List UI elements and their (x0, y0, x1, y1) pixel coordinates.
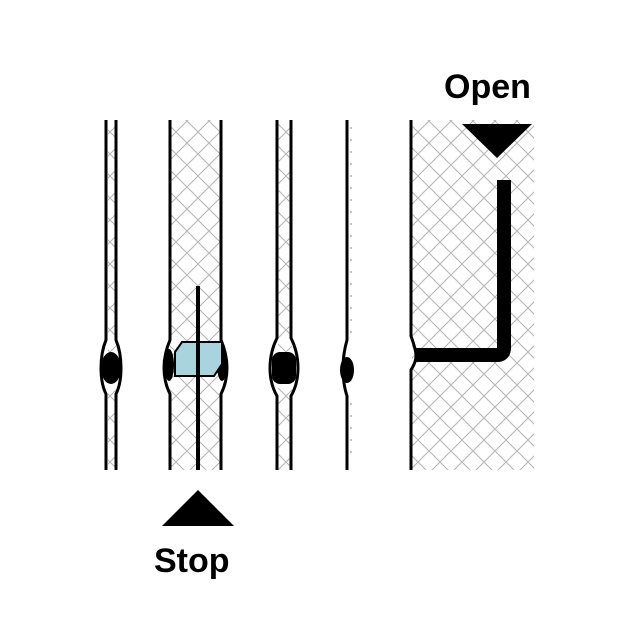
channel-open (409, 120, 534, 470)
wall-dot (350, 151, 352, 153)
wall-dot (350, 259, 352, 261)
wall-dot (350, 331, 352, 333)
wall-dot (350, 163, 352, 165)
wall-dot (350, 211, 352, 213)
wall-dot (350, 235, 352, 237)
wall-dot (350, 439, 352, 441)
wall-dot (350, 319, 352, 321)
tube-medium (268, 120, 300, 470)
wall-dot (350, 199, 352, 201)
wall-dot (350, 187, 352, 189)
channel-open-fill (412, 120, 534, 470)
wall-dot (350, 451, 352, 453)
single-wall-plug (340, 357, 354, 383)
tube-single-wall (340, 120, 354, 470)
wall-dot (350, 427, 352, 429)
open-hook-rod (416, 180, 511, 362)
tube-narrow-fill (108, 120, 116, 470)
tube-medium-right-wall (289, 120, 300, 470)
open-label: Open (444, 68, 531, 106)
tube-stop (162, 120, 229, 470)
wall-dot (350, 415, 352, 417)
wall-dot (350, 127, 352, 129)
single-wall-line (341, 120, 349, 470)
tube-stop-right-wall (219, 120, 229, 470)
wall-dot (350, 223, 352, 225)
tube-narrow (99, 120, 123, 470)
tube-narrow-left-wall (99, 120, 108, 470)
triangle-down-icon (462, 124, 532, 158)
tube-medium-plug (272, 352, 296, 384)
wall-dot (350, 283, 352, 285)
wall-dot (350, 175, 352, 177)
wall-dot (350, 139, 352, 141)
wall-dot (350, 271, 352, 273)
stop-label: Stop (154, 542, 230, 580)
tube-narrow-right-wall (114, 120, 123, 470)
wall-dot (350, 247, 352, 249)
wall-dot (350, 295, 352, 297)
wall-dot (350, 307, 352, 309)
single-wall-dots (350, 127, 352, 453)
wall-dot (350, 403, 352, 405)
tube-medium-left-wall (268, 120, 279, 470)
tube-stop-left-wall (162, 120, 172, 470)
tube-narrow-plug (101, 352, 121, 384)
tube-stop-bulge-left (164, 349, 174, 381)
triangle-up-icon (162, 490, 234, 526)
